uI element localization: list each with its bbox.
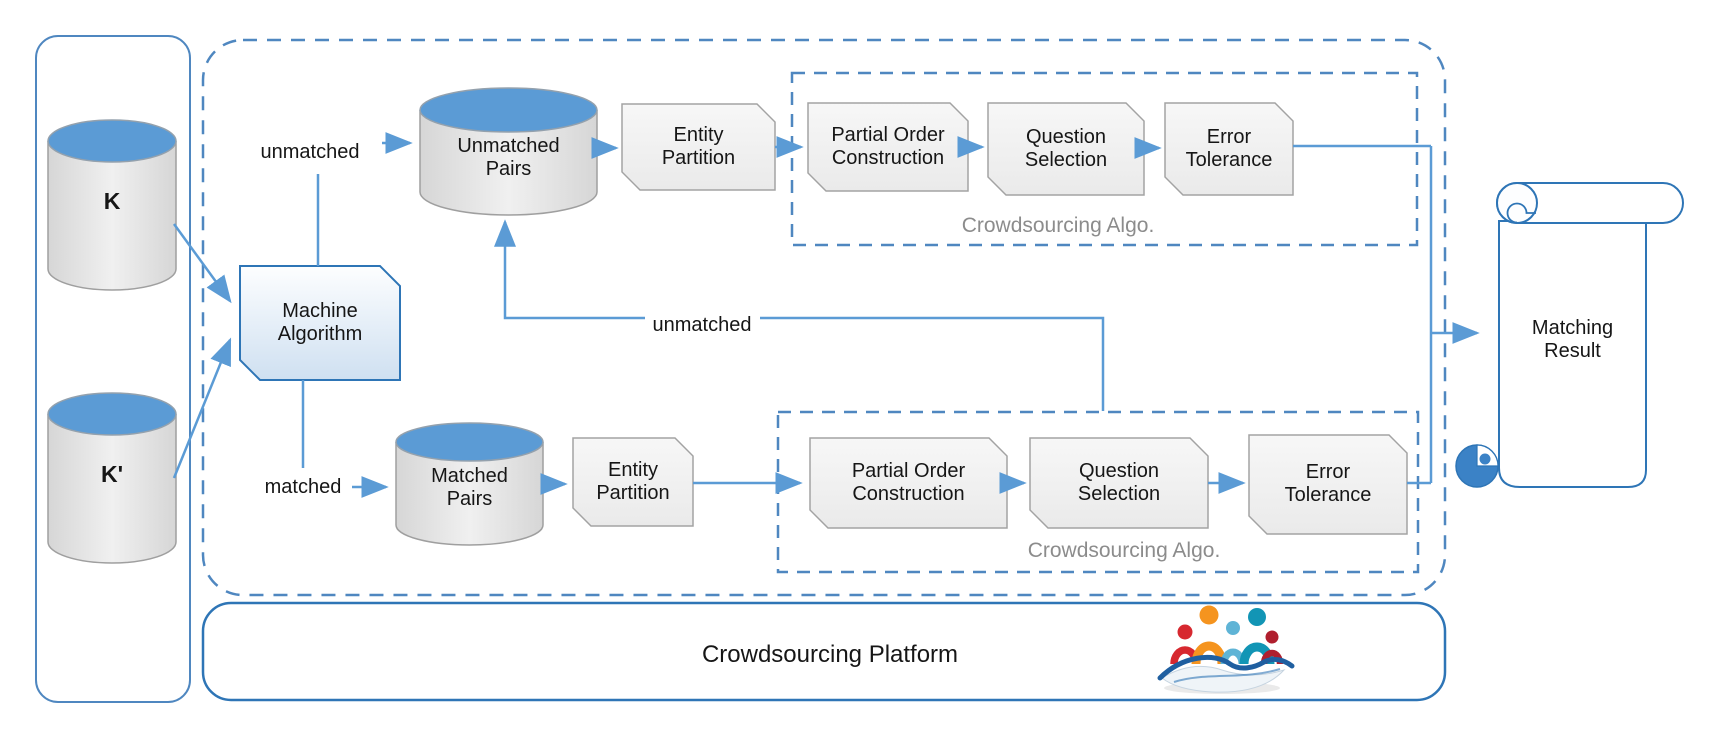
question-selection-lower-node [1029,437,1209,529]
database-cylinder-icon [419,87,598,216]
scroll-icon [1455,182,1684,488]
edge-kprime-to-machine [172,337,232,479]
system-dashed-container [201,38,1447,597]
error-tolerance-lower-node [1248,434,1408,535]
edge-k-to-machine [172,223,232,304]
crowdsourcing-platform-container [201,601,1447,702]
machine-algorithm-node [239,265,401,381]
entity-partition-lower-node [572,437,694,527]
database-cylinder-icon [47,392,177,564]
edge-feedback-left [494,219,645,320]
question-selection-upper-node [987,102,1145,196]
database-cylinder-icon [47,119,177,291]
database-cylinder-icon [395,422,544,546]
crowdsourcing-algo-upper-group [790,71,1419,247]
partial-order-upper-node [807,102,969,192]
partial-order-lower-node [809,437,1008,529]
connector-lines [172,132,1480,498]
crowd-people-wave-logo-icon [1157,605,1295,694]
entity-partition-upper-node [621,103,776,191]
edge-feedback-right [760,316,1105,411]
error-tolerance-upper-node [1164,102,1294,196]
